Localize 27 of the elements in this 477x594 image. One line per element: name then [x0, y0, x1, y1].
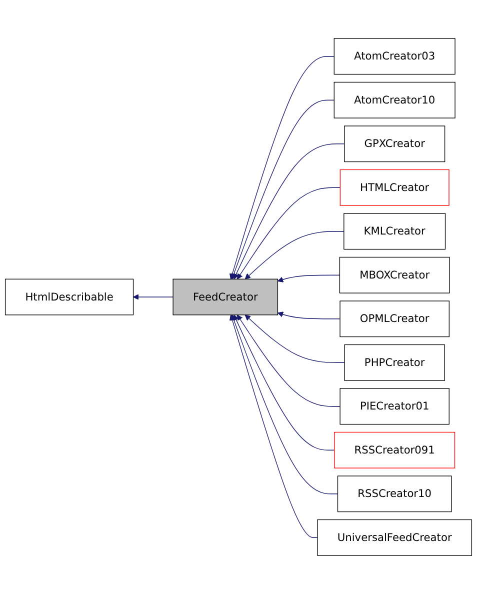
- arrow: [244, 314, 345, 363]
- arrow: [277, 312, 340, 320]
- arrow: [233, 144, 345, 280]
- arrow: [231, 100, 334, 280]
- arrow: [244, 231, 344, 280]
- node-box: UniversalFeedCreator: [317, 519, 472, 556]
- node-box: RSSCreator091: [334, 432, 456, 468]
- arrow: [236, 314, 340, 407]
- node-box: GPXCreator: [344, 126, 446, 162]
- arrow: [277, 274, 340, 282]
- arrow: [233, 314, 335, 450]
- node-box: KMLCreator: [344, 213, 446, 250]
- node-box: PIECreator01: [340, 388, 450, 425]
- arrow: [236, 187, 340, 280]
- node-box: MBOXCreator: [339, 256, 450, 294]
- node-box: HTMLCreator: [340, 169, 450, 206]
- arrow: [229, 56, 334, 280]
- node-box: AtomCreator03: [334, 38, 456, 75]
- node-box: OPMLCreator: [340, 300, 450, 338]
- arrow: [133, 294, 174, 300]
- node-box: RSSCreator10: [337, 476, 452, 512]
- node-box: FeedCreator: [172, 278, 278, 316]
- node-box: PHPCreator: [344, 344, 445, 381]
- node-box: HtmlDescribable: [4, 278, 134, 316]
- arrow: [231, 314, 338, 494]
- arrow: [229, 314, 318, 538]
- node-box: AtomCreator10: [334, 82, 456, 118]
